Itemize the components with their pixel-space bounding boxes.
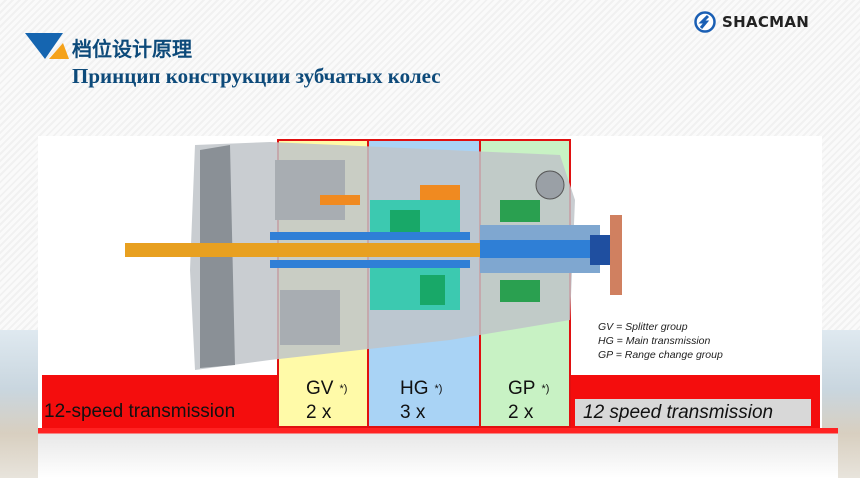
gv-multiplier: 2 x (306, 402, 332, 423)
brand-logo: SHACMAN (694, 11, 809, 33)
legend-item: GV = Splitter group (598, 321, 688, 333)
slide-title-ru: Принцип конструкции зубчатых колес (72, 64, 441, 88)
brand-name: SHACMAN (722, 13, 810, 31)
gp-note: *) (541, 383, 550, 395)
hg-label: HG *) 3 x (400, 377, 442, 425)
hg-name: HG (400, 378, 429, 399)
logo-triangle-icon (25, 33, 69, 59)
hg-note: *) (434, 383, 443, 395)
legend-item: HG = Main transmission (598, 335, 711, 347)
gv-label: GV *) 2 x (306, 377, 347, 425)
transmission-cutaway-illustration (125, 142, 622, 370)
gv-note: *) (339, 383, 348, 395)
left-red-bar (42, 375, 278, 428)
left-transmission-label: 12-speed transmission (44, 401, 236, 422)
gv-name: GV (306, 378, 334, 399)
hg-multiplier: 3 x (400, 402, 426, 423)
gp-name: GP (508, 378, 536, 399)
slide-title-cn: 档位设计原理 (72, 39, 192, 61)
gp-multiplier: 2 x (508, 402, 534, 423)
shacman-emblem-icon (694, 11, 716, 33)
gp-label: GP *) 2 x (508, 377, 549, 425)
legend-item: GP = Range change group (598, 349, 723, 361)
bottom-red-strip (38, 428, 838, 478)
group-legend: GV = Splitter group HG = Main transmissi… (598, 320, 723, 362)
right-transmission-label: 12 speed transmission (575, 399, 811, 426)
